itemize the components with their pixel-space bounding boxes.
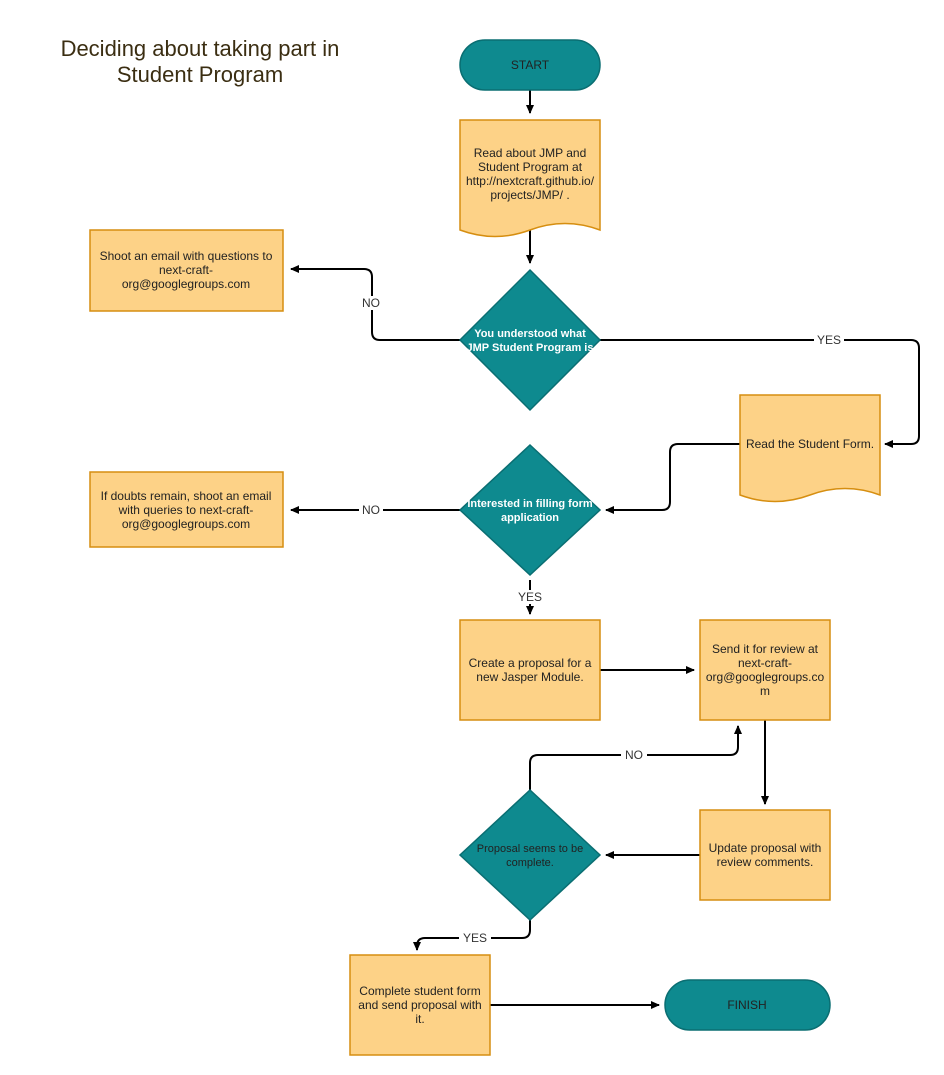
create-proposal-line: new Jasper Module. xyxy=(476,670,583,684)
update-proposal-line: review comments. xyxy=(717,855,814,869)
interested-line: application xyxy=(501,512,559,524)
node-finish: FINISH xyxy=(664,979,831,1031)
start-line: START xyxy=(511,58,550,72)
read-about-line: projects/JMP/ . xyxy=(490,188,569,202)
complete-form-line: it. xyxy=(415,1012,424,1026)
edge-label-complete-yes: YES xyxy=(463,931,487,945)
node-read-form: Read the Student Form. xyxy=(739,394,881,503)
send-review-line: org@googlegroups.co xyxy=(706,670,825,684)
doubts-email-line: If doubts remain, shoot an email xyxy=(101,489,272,503)
read-about-line: Read about JMP and xyxy=(474,146,587,160)
read-about-line: http://nextcraft.github.io/ xyxy=(466,174,595,188)
node-complete-q-text: Proposal seems to be complete. xyxy=(477,843,583,869)
understood-line: JMP Student Program is xyxy=(467,342,594,354)
edge-label-understood-no: NO xyxy=(362,296,380,310)
node-interested: Interested in filling form application xyxy=(458,443,602,577)
update-proposal-line: Update proposal with xyxy=(709,841,822,855)
email-questions-line: org@googlegroups.com xyxy=(122,277,250,291)
diagram-title: Deciding about taking part in Student Pr… xyxy=(60,36,340,87)
node-complete-q: Proposal seems to be complete. xyxy=(458,788,602,922)
complete-form-line: and send proposal with xyxy=(358,998,481,1012)
email-questions-line: next-craft- xyxy=(159,263,213,277)
edge-label-interested-yes: YES xyxy=(518,590,542,604)
complete-q-line: complete. xyxy=(506,857,554,869)
edge-label-complete-no: NO xyxy=(625,748,643,762)
create-proposal-line: Create a proposal for a xyxy=(469,656,592,670)
email-questions-line: Shoot an email with questions to xyxy=(100,249,273,263)
read-about-line: Student Program at xyxy=(478,160,583,174)
node-finish-text: FINISH xyxy=(727,998,766,1012)
complete-q-line: Proposal seems to be xyxy=(477,843,583,855)
node-read-form-text: Read the Student Form. xyxy=(746,437,874,451)
node-start: START xyxy=(459,39,601,91)
send-review-line: Send it for review at xyxy=(712,642,819,656)
finish-line: FINISH xyxy=(727,998,766,1012)
edge-label-understood-yes: YES xyxy=(817,333,841,347)
send-review-line: next-craft- xyxy=(738,656,792,670)
edge-understood-readform xyxy=(600,339,920,448)
node-interested-text: Interested in filling form application xyxy=(467,498,593,524)
node-start-text: START xyxy=(511,58,550,72)
understood-line: You understood what xyxy=(474,328,586,340)
doubts-email-line: org@googlegroups.com xyxy=(122,517,250,531)
edge-label-interested-no: NO xyxy=(362,503,380,517)
read-form-line: Read the Student Form. xyxy=(746,437,874,451)
edge-labels: NO YES NO YES NO YES xyxy=(359,296,844,945)
edge-readform-interested xyxy=(605,443,740,514)
send-review-line: m xyxy=(760,684,770,698)
interested-line: Interested in filling form xyxy=(467,498,593,510)
doubts-email-line: with queries to next-craft- xyxy=(118,503,254,517)
complete-form-line: Complete student form xyxy=(359,984,480,998)
